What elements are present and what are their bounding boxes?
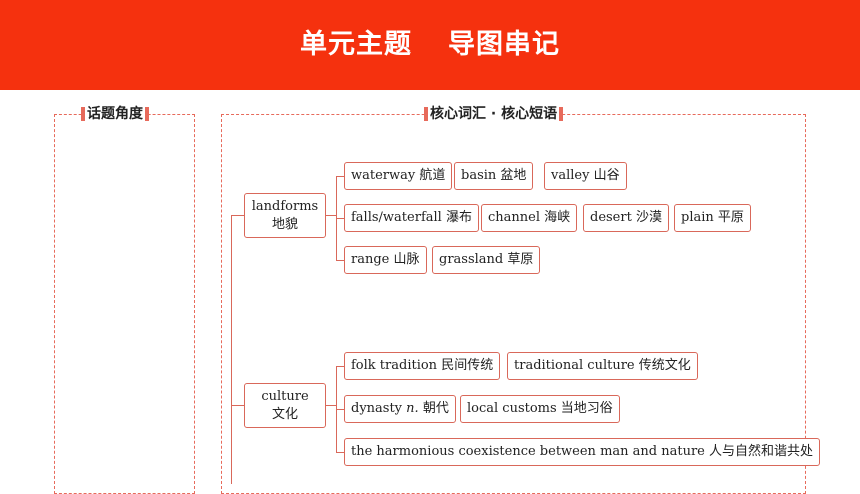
term-basin: basin 盆地 <box>454 162 534 190</box>
culture-row1-link <box>336 366 344 367</box>
term-waterway: waterway 航道 <box>344 162 453 190</box>
vocabulary-label: 核心词汇 · 核心短语 <box>424 104 564 124</box>
term-grassland: grassland 草原 <box>432 246 541 274</box>
category-culture: culture 文化 <box>244 383 326 428</box>
page-title: 单元主题 导图串记 <box>0 0 860 90</box>
culture-row2-link <box>336 409 344 410</box>
topic-angle-panel <box>54 114 195 494</box>
term-falls: falls/waterfall 瀑布 <box>344 204 479 232</box>
category-landforms-en: landforms <box>251 199 319 214</box>
term-dynasty-zh: 朝代 <box>422 401 449 416</box>
culture-row3-link <box>336 452 344 453</box>
term-valley: valley 山谷 <box>544 162 627 190</box>
category-landforms: landforms 地貌 <box>244 193 326 238</box>
term-channel: channel 海峡 <box>481 204 578 232</box>
term-plain: plain 平原 <box>674 204 751 232</box>
term-traditional-culture: traditional culture 传统文化 <box>507 352 698 380</box>
landforms-branch <box>326 215 336 216</box>
culture-branch <box>326 405 336 406</box>
landforms-row2-link <box>336 218 344 219</box>
term-folk-tradition: folk tradition 民间传统 <box>344 352 501 380</box>
title-part2: 导图串记 <box>448 29 560 60</box>
term-desert: desert 沙漠 <box>583 204 669 232</box>
landforms-row3-link <box>336 260 344 261</box>
term-range: range 山脉 <box>344 246 427 274</box>
trunk-line <box>231 215 232 484</box>
term-dynasty-en: dynasty <box>351 401 403 416</box>
term-dynasty: dynasty n. 朝代 <box>344 395 456 423</box>
term-local-customs: local customs 当地习俗 <box>460 395 620 423</box>
culture-link <box>231 405 244 406</box>
category-landforms-zh: 地貌 <box>271 217 298 232</box>
topic-angle-label: 话题角度 <box>81 104 149 124</box>
landforms-link <box>231 215 244 216</box>
title-part1: 单元主题 <box>300 29 412 60</box>
term-dynasty-pos: n. <box>406 401 419 416</box>
landforms-row1-link <box>336 176 344 177</box>
header-banner <box>0 0 860 90</box>
term-harmonious-coexistence: the harmonious coexistence between man a… <box>344 438 820 466</box>
category-culture-zh: 文化 <box>271 407 298 422</box>
category-culture-en: culture <box>261 389 309 404</box>
